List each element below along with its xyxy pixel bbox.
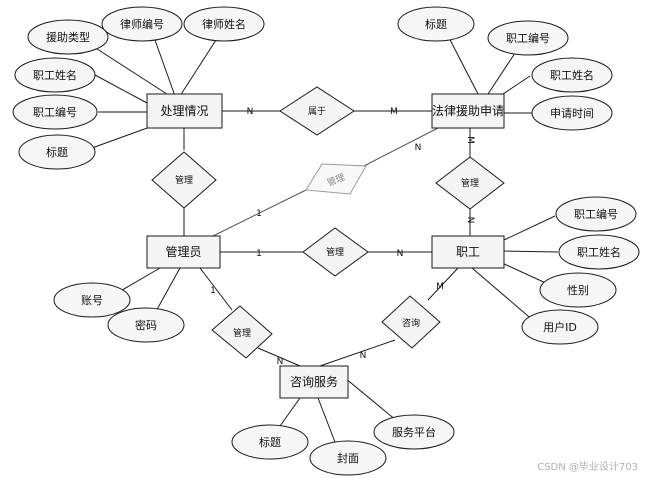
attr-admin-password-label: 密码 (135, 318, 157, 332)
attr-emp-emp-name-label: 职工姓名 (577, 245, 621, 259)
rel-consult-label: 咨询 (402, 317, 420, 329)
edge-emp-emp-no (503, 215, 556, 241)
attr-app-apply-time[interactable]: 申请时间 (531, 95, 613, 131)
entity-employee[interactable]: 职工 (431, 235, 505, 269)
rel-manage-handling-label: 管理 (175, 174, 193, 186)
card-admin-consult-manage: 1 (210, 286, 216, 296)
attr-handling-emp-name[interactable]: 职工姓名 (14, 57, 96, 93)
rel-manage-employee[interactable]: 管理 (302, 227, 369, 277)
attr-consult-cover[interactable]: 封面 (309, 440, 387, 476)
attr-app-title-label: 标题 (425, 17, 447, 31)
attr-handling-title[interactable]: 标题 (18, 134, 96, 170)
card-consult-manage-service: N (277, 357, 284, 367)
rel-manage-faded[interactable]: 管理 (305, 163, 367, 195)
attr-emp-emp-no-label: 职工编号 (574, 207, 618, 221)
card-handling-belongs: N (247, 107, 254, 117)
rel-manage-application-label: 管理 (461, 177, 479, 189)
cardinality-labels: N M M N 1 N 1 N 1 N N M (210, 107, 475, 367)
attr-admin-password[interactable]: 密码 (107, 307, 185, 343)
rel-manage-employee-label: 管理 (326, 246, 344, 258)
edge-handling-title (91, 126, 151, 149)
edge-consult-manage-service (257, 347, 301, 367)
edge-service-consult (319, 339, 396, 367)
attr-handling-title-label: 标题 (46, 145, 68, 159)
entity-admin[interactable]: 管理员 (146, 235, 221, 269)
rel-manage-consulting-label: 管理 (233, 327, 251, 339)
rel-consult[interactable]: 咨询 (381, 295, 441, 349)
rel-manage-consulting[interactable]: 管理 (211, 305, 273, 359)
card-emp-manage: N (465, 217, 475, 224)
rel-belongs-to-label: 属于 (308, 106, 326, 117)
attr-handling-lawyer-name-label: 律师姓名 (202, 17, 246, 31)
edge-emp-emp-name (503, 250, 559, 253)
attr-consult-platform[interactable]: 服务平台 (373, 414, 455, 450)
attr-app-emp-no-label: 职工编号 (506, 31, 550, 45)
attr-handling-emp-no-label: 职工编号 (33, 105, 77, 119)
attr-emp-emp-no[interactable]: 职工编号 (555, 196, 637, 232)
edge-admin-faded-manage (212, 187, 311, 237)
entity-consulting-service-label: 咨询服务 (290, 374, 338, 389)
attr-app-emp-name[interactable]: 职工姓名 (531, 57, 613, 93)
attr-handling-lawyer-name[interactable]: 律师姓名 (183, 6, 265, 42)
edge-app-emp-name (499, 75, 531, 97)
edge-emp-gender (499, 261, 551, 286)
attr-admin-account-label: 账号 (81, 294, 103, 307)
attr-app-title[interactable]: 标题 (397, 6, 475, 42)
entity-employee-label: 职工 (456, 245, 480, 259)
edges (79, 25, 559, 456)
attr-emp-user-id-label: 用户ID (543, 320, 577, 334)
edge-consult-emp (427, 267, 459, 301)
attr-handling-aid-type-label: 援助类型 (46, 30, 90, 44)
entity-consulting-service[interactable]: 咨询服务 (279, 365, 349, 399)
rel-manage-handling[interactable]: 管理 (151, 151, 217, 209)
entity-handling[interactable]: 处理情况 (146, 93, 223, 129)
attr-app-emp-no[interactable]: 职工编号 (487, 20, 569, 56)
attr-consult-title[interactable]: 标题 (231, 424, 309, 460)
attr-handling-emp-name-label: 职工姓名 (33, 68, 77, 82)
edge-handling-emp-name (94, 74, 148, 104)
card-app-faded: N (415, 143, 422, 153)
attr-consult-platform-label: 服务平台 (392, 425, 436, 439)
card-admin-faded: 1 (256, 209, 262, 219)
card-app-belongs: M (390, 107, 398, 117)
watermark: CSDN @毕业设计703 (537, 460, 638, 473)
card-admin-emp-rel: 1 (256, 249, 262, 259)
attr-handling-aid-type[interactable]: 援助类型 (27, 19, 109, 55)
rel-manage-application[interactable]: 管理 (435, 156, 505, 210)
edge-admin-consult-manage (199, 267, 233, 311)
attr-emp-emp-name[interactable]: 职工姓名 (558, 234, 640, 270)
attr-handling-lawyer-no[interactable]: 律师编号 (101, 6, 183, 42)
attr-handling-lawyer-no-label: 律师编号 (120, 17, 164, 31)
entity-legal-aid-application[interactable]: 法律援助申请 (431, 93, 505, 129)
card-consult-service: N (360, 351, 367, 361)
attr-consult-cover-label: 封面 (337, 451, 359, 465)
card-emp-admin-rel: N (397, 249, 404, 259)
rel-belongs-to[interactable]: 属于 (279, 86, 355, 136)
attr-app-emp-name-label: 职工姓名 (550, 68, 594, 82)
edge-app-title (444, 29, 479, 95)
entity-legal-aid-application-label: 法律援助申请 (432, 104, 504, 118)
attr-app-apply-time-label: 申请时间 (550, 107, 594, 120)
edge-faded-manage-app (359, 127, 439, 169)
entity-admin-label: 管理员 (165, 244, 201, 259)
attr-emp-user-id[interactable]: 用户ID (521, 309, 599, 345)
attr-handling-emp-no[interactable]: 职工编号 (12, 94, 98, 130)
attr-emp-gender[interactable]: 性别 (539, 272, 617, 308)
edge-emp-user-id (471, 267, 536, 323)
attr-admin-account[interactable]: 账号 (53, 282, 131, 318)
attr-emp-gender-label: 性别 (567, 283, 589, 297)
entity-handling-label: 处理情况 (160, 104, 208, 118)
card-app-manage: M (465, 136, 475, 144)
attr-consult-title-label: 标题 (259, 435, 281, 449)
card-emp-consult: M (436, 282, 444, 292)
